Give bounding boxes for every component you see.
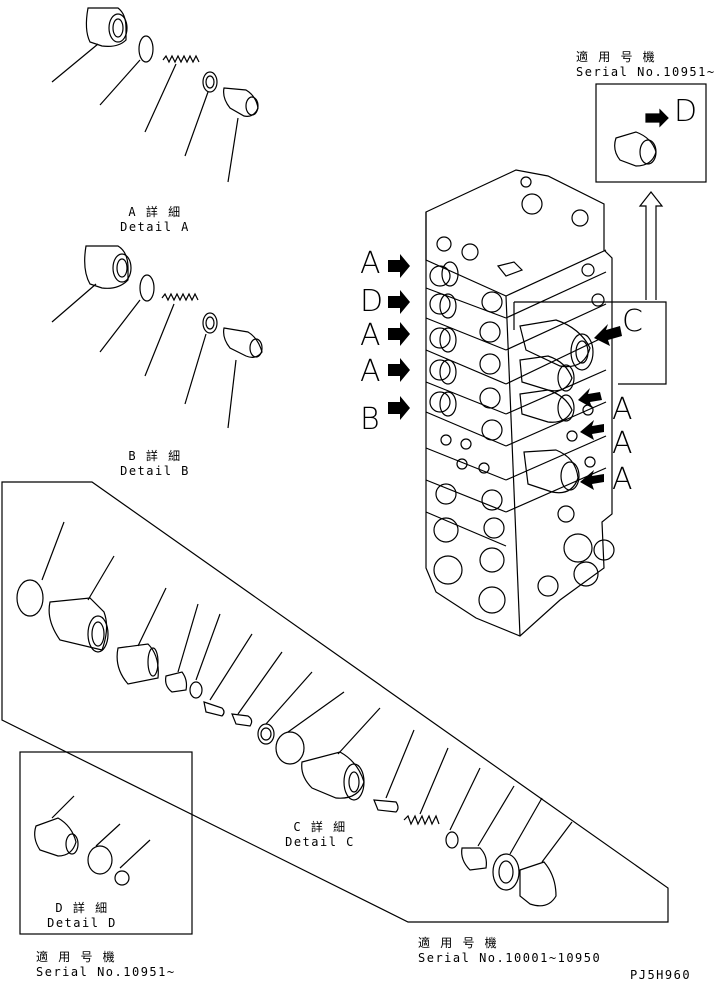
detail-c-box (514, 301, 667, 385)
detail-d-jp: D 詳 細 (55, 901, 109, 915)
detail-a-en: Detail A (120, 220, 190, 234)
serial-top-en: Serial No.10951~ (576, 65, 716, 79)
serial-detail-box (595, 83, 707, 183)
serial-top-jp: 適 用 号 機 (576, 50, 657, 64)
detail-c-jp: C 詳 細 (293, 820, 347, 834)
serial-d-jp: 適 用 号 機 (36, 950, 117, 964)
serial-d-label: 適 用 号 機 Serial No.10951~ (36, 948, 176, 979)
detail-d-en: Detail D (47, 916, 117, 930)
left-arrows (388, 254, 410, 420)
detail-a-label: A 詳 細 Detail A (120, 203, 190, 234)
detail-c-parts (16, 521, 573, 907)
callout-d-inset: D (674, 94, 698, 129)
detail-c-frame (1, 481, 669, 923)
drawing-code: PJ5H960 (630, 968, 692, 982)
detail-b-en: Detail B (120, 464, 190, 478)
detail-d-inset-part (614, 131, 657, 167)
callout-right-c: C (622, 304, 643, 339)
detail-b-label: B 詳 細 Detail B (120, 447, 190, 478)
detail-a-parts (51, 7, 259, 183)
callout-left-5: B (360, 402, 380, 437)
serial-top-label: 適 用 号 機 Serial No.10951~ (576, 48, 716, 79)
detail-a-jp: A 詳 細 (128, 205, 182, 219)
serial-c-label: 適 用 号 機 Serial No.10001~10950 (418, 934, 601, 965)
callout-left-2: D (360, 284, 384, 319)
callout-right-a3: A (612, 462, 633, 497)
detail-c-en: Detail C (285, 835, 355, 849)
callout-left-4: A (360, 354, 381, 389)
serial-d-en: Serial No.10951~ (36, 965, 176, 979)
callout-right-a2: A (612, 426, 633, 461)
detail-b-parts (51, 245, 263, 429)
detail-d-label: D 詳 細 Detail D (44, 899, 120, 930)
callout-right-a1: A (612, 392, 633, 427)
serial-c-jp: 適 用 号 機 (418, 936, 499, 950)
callout-left-1: A (360, 246, 381, 281)
detail-b-jp: B 詳 細 (128, 449, 182, 463)
detail-d-frame (19, 751, 193, 935)
right-arrows (578, 324, 622, 490)
detail-d-parts (34, 795, 151, 886)
upward-hollow-arrow (638, 191, 664, 300)
control-valve-body (425, 169, 615, 637)
detail-d-arrow (645, 108, 669, 128)
serial-c-en: Serial No.10001~10950 (418, 951, 602, 965)
callout-left-3: A (360, 318, 381, 353)
detail-c-label: C 詳 細 Detail C (282, 818, 358, 849)
